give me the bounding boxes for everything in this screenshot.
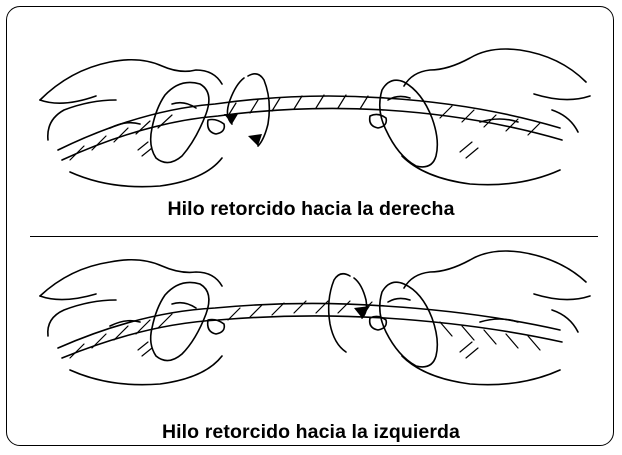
caption-twist-left: Hilo retorcido hacia la izquierda [161, 421, 461, 443]
thread-strand-bottom [57, 300, 563, 359]
left-hand-top [39, 58, 226, 188]
right-hand-bottom [368, 250, 591, 386]
twist-right-arrow [224, 72, 271, 147]
left-hand-bottom [39, 258, 226, 386]
twist-left-arrow [327, 272, 370, 353]
thread-strand-top [57, 94, 563, 161]
panel-divider [30, 236, 598, 237]
right-hand-top [368, 48, 591, 186]
figure-frame [6, 6, 614, 446]
caption-twist-right: Hilo retorcido hacia la derecha [167, 198, 455, 220]
